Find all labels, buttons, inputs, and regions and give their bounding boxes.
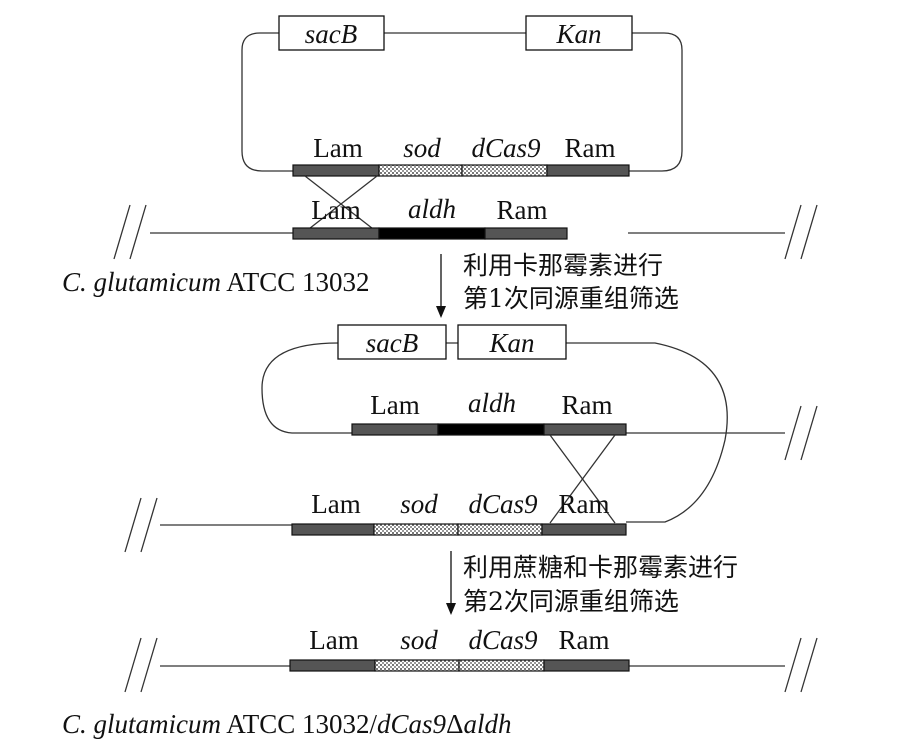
genome-1-ram-label: Ram [497, 195, 548, 225]
plasmid-1-dcas9-segment [461, 164, 548, 177]
arrow-down-icon [436, 306, 446, 318]
final-sod-label: sod [400, 625, 438, 655]
kan-marker-label: Kan [555, 19, 601, 49]
final-lam-segment [289, 659, 376, 672]
final-species: C. glutamicum [62, 709, 221, 739]
crossover-1 [304, 175, 378, 233]
genome-1: Lam aldh Ram [113, 194, 818, 260]
final-genome: Lam sod dCas9 Ram [124, 625, 818, 693]
integrated-lam-label: Lam [370, 390, 419, 420]
arrow-2 [446, 551, 456, 615]
final-dcas9-label: dCas9 [468, 625, 538, 655]
sacB-marker-box-2 [337, 324, 447, 360]
genome-2-ram-segment [541, 523, 627, 536]
final-delta: Δ [446, 709, 463, 739]
genome-1-right-break-icon [784, 204, 818, 260]
kan-marker-label-2: Kan [488, 328, 534, 358]
genome-2-lam-label: Lam [311, 489, 360, 519]
genome-2-left-break-icon [124, 497, 158, 553]
plasmid-1-sod-label: sod [403, 133, 441, 163]
final-sod-segment [374, 659, 460, 672]
genome-2-ram-label: Ram [559, 489, 610, 519]
genome-2-dcas9-segment [457, 523, 543, 536]
plasmid-1-loop [241, 32, 683, 172]
arrow-down-icon-2 [446, 603, 456, 615]
step1-instruction-line1: 利用卡那霉素进行 [463, 251, 663, 280]
genome-2-sod-label: sod [400, 489, 438, 519]
integrated-right-break-icon [784, 405, 818, 461]
strain-1-id: ATCC 13032 [221, 267, 370, 297]
integrated-aldh-segment [437, 423, 545, 436]
final-ram-label: Ram [559, 625, 610, 655]
integrated-ram-label: Ram [562, 390, 613, 420]
genome-2-sod-segment [373, 523, 459, 536]
plasmid-1-lam-label: Lam [313, 133, 362, 163]
step1-instruction-line2: 第1次同源重组筛选 [463, 284, 679, 313]
plasmid-1: sacB Kan Lam sod dCas9 Ram [241, 15, 683, 177]
genome-2-dcas9-label: dCas9 [468, 489, 538, 519]
integrated-aldh-label: aldh [468, 388, 516, 418]
sacB-marker-label-2: sacB [366, 328, 418, 358]
plasmid-1-lam-segment [292, 164, 380, 177]
kan-marker-box-2 [457, 324, 567, 360]
genome-2: Lam sod dCas9 Ram [124, 489, 627, 553]
crossover-2 [549, 434, 616, 524]
sacB-marker-box [278, 15, 385, 51]
integrated-ram-segment [543, 423, 627, 436]
plasmid-1-ram-label: Ram [565, 133, 616, 163]
plasmid-1-dcas9-label: dCas9 [471, 133, 541, 163]
sacB-marker-label: sacB [305, 19, 357, 49]
plasmid-1-sod-segment [378, 164, 463, 177]
integrated-lam-segment [351, 423, 439, 436]
arrow-1 [436, 254, 446, 318]
strain-1-species: C. glutamicum [62, 267, 221, 297]
final-construct: dCas9 [377, 709, 447, 739]
strain-label-final: C. glutamicum ATCC 13032/dCas9Δaldh [62, 709, 511, 739]
final-dcas9-segment [458, 659, 545, 672]
genome-1-left-break-icon [113, 204, 147, 260]
genome-1-lam-segment [292, 227, 380, 240]
step2-instruction-line1: 利用蔗糖和卡那霉素进行 [463, 553, 738, 582]
step2-instruction-line2: 第2次同源重组筛选 [463, 587, 679, 616]
integrated-plasmid: sacB Kan Lam aldh Ram [261, 324, 818, 523]
final-right-break-icon [784, 637, 818, 693]
kan-marker-box [525, 15, 633, 51]
final-ram-segment [543, 659, 630, 672]
plasmid-1-ram-segment [546, 164, 630, 177]
genome-2-lam-segment [291, 523, 375, 536]
final-strain-id: ATCC 13032/ [221, 709, 378, 739]
strain-label-1: C. glutamicum ATCC 13032 [62, 267, 370, 297]
genome-1-lam-label: Lam [311, 195, 360, 225]
final-deleted-gene: aldh [463, 709, 511, 739]
genome-1-aldh-segment [378, 227, 486, 240]
integrated-loop [261, 342, 728, 523]
final-lam-label: Lam [309, 625, 358, 655]
genome-1-aldh-label: aldh [408, 194, 456, 224]
genome-1-ram-segment [484, 227, 568, 240]
final-left-break-icon [124, 637, 158, 693]
